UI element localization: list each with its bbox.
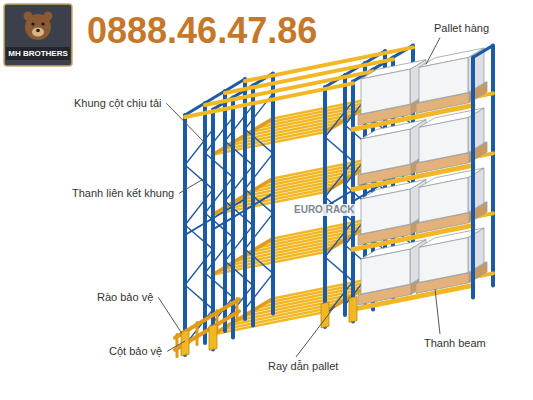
- guard-rail-post: [196, 323, 199, 345]
- load-front: [361, 69, 410, 114]
- logo: [4, 4, 72, 66]
- part-label: Khung cột chịu tải: [72, 97, 163, 110]
- logo-frame: [4, 4, 72, 66]
- upright: [491, 45, 495, 285]
- post-protector: [209, 325, 217, 351]
- frame-bracing: [185, 165, 213, 189]
- phone-number: 0888.46.47.86: [85, 10, 319, 51]
- part-label: Pallet hàng: [432, 22, 491, 35]
- frame-bracing: [325, 101, 353, 137]
- post-protector: [349, 297, 357, 323]
- frame-tie: [213, 193, 273, 229]
- upright: [471, 57, 475, 297]
- load-front: [419, 178, 468, 223]
- leader-line: [296, 306, 335, 357]
- frame-bracing: [185, 249, 213, 285]
- frame-bracing: [325, 137, 353, 161]
- logo-banner: [6, 47, 70, 60]
- beam: [353, 165, 473, 189]
- frame-bracing: [205, 273, 233, 297]
- leader-line: [166, 103, 205, 143]
- part-label: Rào bảo vệ: [95, 291, 155, 304]
- leader-line: [426, 38, 440, 65]
- frame-tie: [185, 199, 245, 235]
- top-beam: [185, 83, 353, 117]
- leader-line: [167, 341, 185, 351]
- frame-bracing: [205, 153, 233, 177]
- load-front: [361, 189, 410, 234]
- bear-nose: [36, 29, 40, 33]
- frame-bracing: [325, 257, 353, 281]
- leader-line: [179, 178, 205, 193]
- beam: [353, 225, 473, 249]
- frame-bracing: [185, 129, 213, 165]
- bear-eye: [31, 22, 34, 25]
- part-label: Ray dẫn pallet: [266, 360, 340, 373]
- logo-text: MH BROTHERS: [6, 49, 70, 58]
- guard-rail-post: [236, 299, 239, 321]
- load-front: [419, 238, 468, 283]
- beam: [353, 285, 473, 309]
- part-label: Cột bảo vệ: [107, 345, 164, 358]
- part-label: Thanh liên kết khung: [70, 187, 176, 200]
- watermark: EURO RACK: [292, 204, 357, 216]
- frame-bracing: [185, 225, 213, 249]
- top-beam: [205, 71, 373, 105]
- bear-head: [25, 14, 51, 40]
- load-front: [419, 118, 468, 163]
- frame-tie: [473, 45, 493, 57]
- part-label: Thanh beam: [422, 337, 488, 350]
- leader-line: [435, 289, 440, 334]
- frame-bracing: [185, 285, 213, 309]
- load-front: [361, 249, 410, 294]
- beam: [353, 105, 473, 129]
- bear-snout: [32, 28, 44, 37]
- frame-bracing: [225, 261, 253, 285]
- frame-bracing: [245, 129, 273, 153]
- leader-line: [158, 297, 182, 333]
- load-front: [361, 129, 410, 174]
- frame-bracing: [225, 141, 253, 165]
- frame-bracing: [245, 249, 273, 273]
- leader-lines: [158, 38, 440, 357]
- rack: [175, 45, 493, 356]
- bear-eye: [41, 22, 44, 25]
- frame-bracing: [325, 221, 353, 257]
